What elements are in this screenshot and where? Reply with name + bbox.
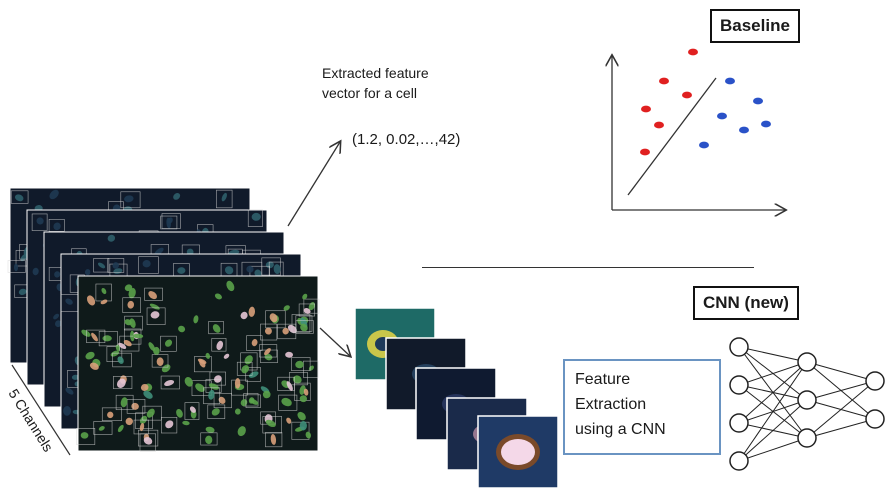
- caption-line-1: Extracted feature: [322, 65, 429, 81]
- nn-connection: [738, 361, 808, 386]
- feature-line-3: using a CNN: [575, 421, 666, 438]
- extracted-feature-caption: Extracted feature vector for a cell: [322, 63, 429, 103]
- nn-connection: [738, 399, 808, 462]
- red-class-points: [640, 48, 698, 156]
- red-point: [641, 105, 651, 113]
- nn-connection: [738, 346, 808, 363]
- nn-node: [729, 451, 749, 471]
- nn-connection: [738, 361, 808, 462]
- neural-network-diagram: [729, 337, 885, 471]
- channel-layer: [76, 275, 320, 452]
- nn-connection: [738, 361, 808, 424]
- nn-node: [797, 390, 817, 410]
- nn-node: [865, 371, 885, 391]
- cnn-feature-extraction-box: Feature Extraction using a CNN: [563, 359, 721, 455]
- red-point: [654, 121, 664, 129]
- baseline-scatter-plot: [600, 48, 800, 220]
- blue-class-points: [699, 77, 771, 149]
- cnn-label: CNN (new): [693, 286, 799, 320]
- nn-connection: [806, 380, 876, 401]
- blue-point: [761, 120, 771, 128]
- nn-node: [729, 337, 749, 357]
- section-divider: [422, 267, 754, 268]
- blue-point: [725, 77, 735, 85]
- nn-connection: [738, 437, 808, 462]
- blue-point: [753, 97, 763, 105]
- nn-node: [865, 409, 885, 429]
- microscopy-layers: [7, 187, 320, 452]
- nn-connection: [806, 418, 876, 439]
- red-point: [640, 148, 650, 156]
- nn-node: [797, 352, 817, 372]
- feature-line-2: Extraction: [575, 396, 647, 413]
- arrow-to-cell-crops: [319, 327, 350, 356]
- cell-crop-image: [477, 415, 559, 489]
- channels-indicator-line: [11, 364, 71, 456]
- nn-connection: [806, 361, 876, 382]
- red-point: [682, 91, 692, 99]
- nn-node: [729, 413, 749, 433]
- blue-point: [699, 141, 709, 149]
- red-point: [659, 77, 669, 85]
- feature-vector: (1.2, 0.02,…,42): [352, 131, 461, 148]
- nn-node: [729, 375, 749, 395]
- baseline-label: Baseline: [710, 9, 800, 43]
- decision-boundary: [627, 77, 717, 196]
- nn-connection: [806, 380, 876, 439]
- blue-point: [717, 112, 727, 120]
- blue-point: [739, 126, 749, 134]
- cell-crops: [354, 307, 559, 489]
- feature-line-1: Feature: [575, 371, 631, 388]
- red-point: [688, 48, 698, 56]
- nn-node: [797, 428, 817, 448]
- image-stack: [7, 187, 320, 458]
- caption-line-2: vector for a cell: [322, 85, 417, 101]
- arrow-to-feature-vector: [287, 142, 340, 227]
